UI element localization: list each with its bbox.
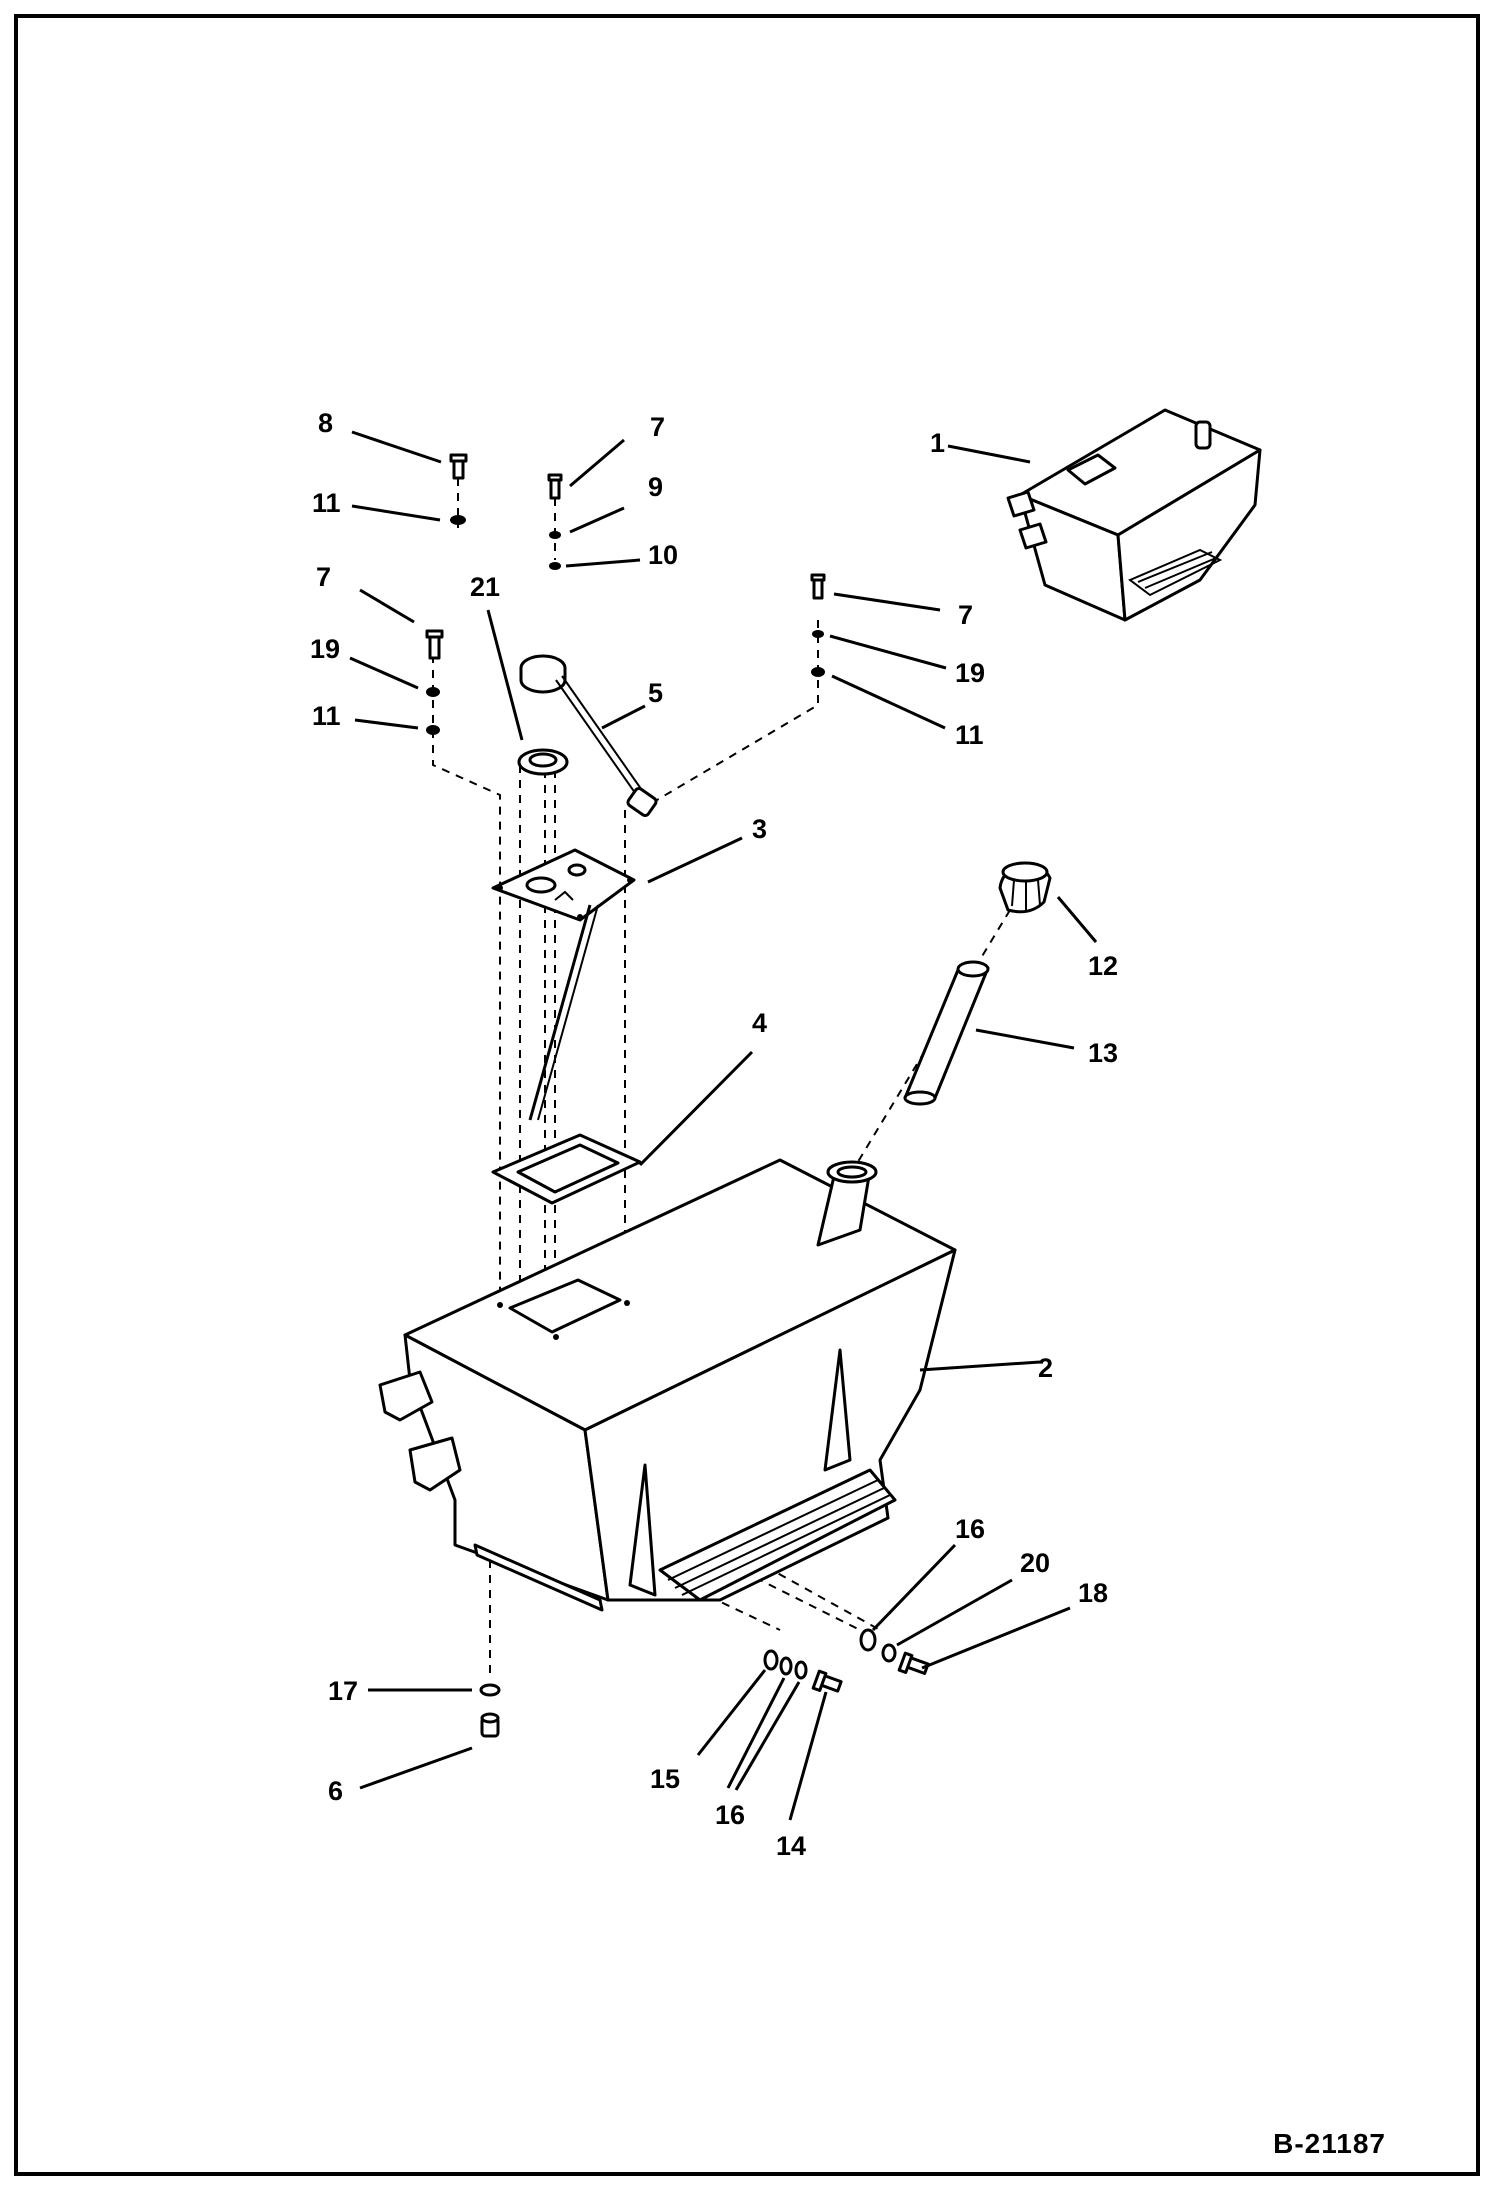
- callout-16-lower: 16: [715, 1800, 745, 1830]
- callout-labels: 1 2 3 4 5 6 7 7 7 8 9 10 11 11 11 12 13 …: [310, 408, 1118, 1861]
- callout-7-right: 7: [958, 600, 973, 630]
- callout-9: 9: [648, 472, 663, 502]
- callout-21: 21: [470, 572, 500, 602]
- gasket: [491, 1133, 642, 1205]
- callout-4: 4: [752, 1008, 767, 1038]
- leader-lines: [349, 430, 1098, 1821]
- filler-tube: [903, 960, 990, 1106]
- filler-cap: [998, 861, 1052, 914]
- callout-13: 13: [1088, 1038, 1118, 1068]
- callout-19-left: 19: [310, 634, 340, 664]
- callout-17: 17: [328, 1676, 358, 1706]
- bolt-hardware-left: [763, 1649, 843, 1693]
- callout-7-left: 7: [316, 562, 331, 592]
- document-id: B-21187: [1273, 2128, 1386, 2159]
- drain-hardware: [479, 1683, 501, 1738]
- page-border: [14, 14, 1480, 2176]
- tank-thumbnail: [1006, 408, 1262, 622]
- callout-20: 20: [1020, 1548, 1050, 1578]
- callout-8: 8: [318, 408, 333, 438]
- callout-11-right: 11: [955, 720, 984, 750]
- callout-1: 1: [930, 428, 945, 458]
- hardware-left-lower: [425, 629, 444, 735]
- callout-7-top: 7: [650, 412, 665, 442]
- hardware-right: [810, 573, 826, 677]
- hardware-center: [547, 473, 563, 570]
- callout-3: 3: [752, 814, 767, 844]
- callout-2: 2: [1038, 1353, 1053, 1383]
- sender-cap: [519, 654, 658, 818]
- callout-16-upper: 16: [955, 1514, 985, 1544]
- main-tank: [378, 1158, 957, 1612]
- hardware-left-upper: [449, 453, 468, 525]
- callout-11-upper: 11: [312, 488, 341, 518]
- callout-11-lower: 11: [312, 701, 341, 731]
- callout-6: 6: [328, 1776, 343, 1806]
- callout-5: 5: [648, 678, 663, 708]
- callout-14: 14: [776, 1831, 806, 1861]
- sender-plate: [491, 848, 636, 1121]
- callout-15: 15: [650, 1764, 680, 1794]
- callout-18: 18: [1078, 1578, 1108, 1608]
- sender-ring: [517, 748, 569, 776]
- callout-12: 12: [1088, 951, 1118, 981]
- callout-19-right: 19: [955, 658, 985, 688]
- bolt-hardware-right: [859, 1628, 930, 1675]
- callout-10: 10: [648, 540, 678, 570]
